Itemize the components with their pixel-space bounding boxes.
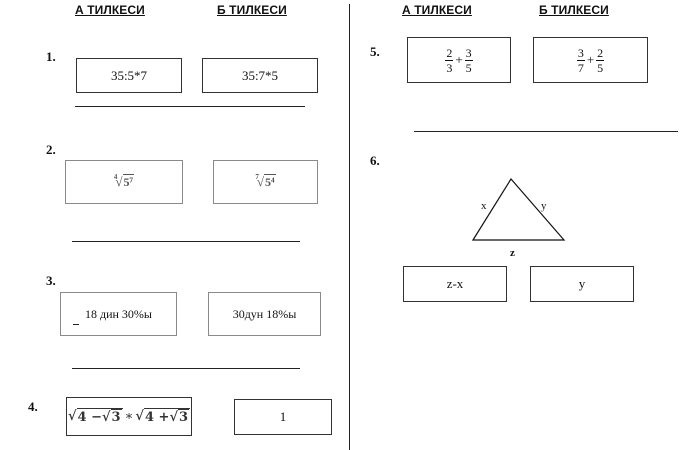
q4-a-right-root: 3 [177, 409, 190, 425]
q1-option-b[interactable]: 35:7*5 [202, 58, 318, 93]
question-6-number: 6. [370, 153, 380, 168]
q6-option-b-text: y [578, 276, 586, 291]
header-left-b: Б ТИЛКЕСИ [217, 3, 287, 17]
q5-a-f1-denominator: 3 [446, 60, 453, 75]
sqrt-icon: √ [67, 409, 77, 424]
question-4-number: 4. [28, 399, 38, 414]
triangle-shape [471, 177, 566, 241]
q6-option-a[interactable]: z-x [403, 266, 507, 302]
q3-option-a[interactable]: 18 дин 30%ы [60, 292, 177, 336]
q4-option-b[interactable]: 1 [234, 399, 332, 435]
q4-option-a-expression: √ 4 − √3 ∗ √ 4 + √3 [67, 408, 191, 425]
q5-b-f1-denominator: 7 [577, 60, 584, 75]
sqrt-icon: √ [169, 409, 178, 425]
q6-option-b[interactable]: y [530, 266, 634, 302]
triangle-figure [471, 177, 566, 241]
q1-option-a[interactable]: 35:5*7 [76, 58, 182, 93]
q6-option-a-text: z-x [446, 276, 464, 291]
header-right-b: Б ТИЛКЕСИ [539, 3, 609, 17]
header-left-a: А ТИЛКЕСИ [75, 3, 145, 17]
q3-option-b-text: 30дун 18%ы [232, 306, 297, 321]
q5-option-a[interactable]: 2 3 + 3 5 [407, 37, 511, 83]
q2-a-radicand: 5⁷ [122, 174, 135, 189]
q5-a-f2-numerator: 3 [464, 45, 473, 61]
q2-a-index: 4 [113, 173, 118, 181]
q5-b-fraction-1: 3 7 [576, 45, 585, 75]
question-3-number: 3. [46, 273, 56, 288]
sqrt-icon: √ [101, 409, 111, 425]
q5-answer-line [414, 131, 678, 132]
q3-answer-line [72, 368, 300, 369]
q4-a-left-root: 3 [110, 409, 122, 425]
triangle-side-x-label: x [481, 200, 487, 212]
q1-option-a-text: 35:5*7 [110, 67, 148, 83]
q2-option-a-radical: 4 √ 5⁷ [113, 173, 135, 190]
q1-option-b-text: 35:7*5 [241, 67, 279, 83]
q3-option-b[interactable]: 30дун 18%ы [208, 292, 321, 336]
q5-a-fraction-1: 2 3 [445, 45, 454, 75]
question-2-number: 2. [46, 142, 56, 157]
q5-b-plus: + [586, 52, 595, 67]
q2-option-b[interactable]: 7 √ 5⁴ [213, 160, 318, 204]
header-right-a: А ТИЛКЕСИ [402, 3, 472, 17]
q5-option-b[interactable]: 3 7 + 2 5 [533, 37, 648, 83]
q2-answer-line [72, 241, 300, 242]
question-5-number: 5. [370, 44, 380, 59]
q4-option-a[interactable]: √ 4 − √3 ∗ √ 4 + √3 [66, 397, 192, 436]
q1-answer-line [75, 106, 305, 107]
column-divider [349, 4, 350, 450]
sqrt-icon: √ [135, 409, 144, 424]
q4-a-right-inner: 4 + [144, 409, 170, 425]
q5-b-f1-numerator: 3 [576, 45, 585, 61]
q3-a-tick-mark [73, 324, 79, 325]
q3-option-a-text: 18 дин 30%ы [84, 306, 152, 321]
q4-option-b-text: 1 [279, 409, 287, 424]
q5-b-fraction-2: 2 5 [596, 45, 605, 75]
q4-a-operator: ∗ [124, 409, 134, 424]
radical-icon: √ [256, 174, 265, 189]
q5-b-f2-numerator: 2 [596, 45, 605, 61]
q2-b-index: 7 [255, 173, 259, 181]
triangle-side-y-label: y [541, 200, 547, 212]
q2-option-b-radical: 7 √ 5⁴ [255, 173, 276, 190]
radical-icon: √ [115, 174, 123, 189]
q2-b-radicand: 5⁴ [264, 174, 276, 189]
q4-a-left-inner: 4 − [77, 409, 102, 425]
q5-b-f2-denominator: 5 [597, 60, 604, 75]
triangle-base-z-label: z [510, 247, 515, 259]
q5-a-plus: + [455, 52, 463, 67]
question-1-number: 1. [46, 49, 56, 64]
q5-a-f1-numerator: 2 [445, 45, 454, 61]
q5-a-fraction-2: 3 5 [464, 45, 473, 75]
q5-a-f2-denominator: 5 [465, 60, 472, 75]
q2-option-a[interactable]: 4 √ 5⁷ [65, 160, 183, 204]
